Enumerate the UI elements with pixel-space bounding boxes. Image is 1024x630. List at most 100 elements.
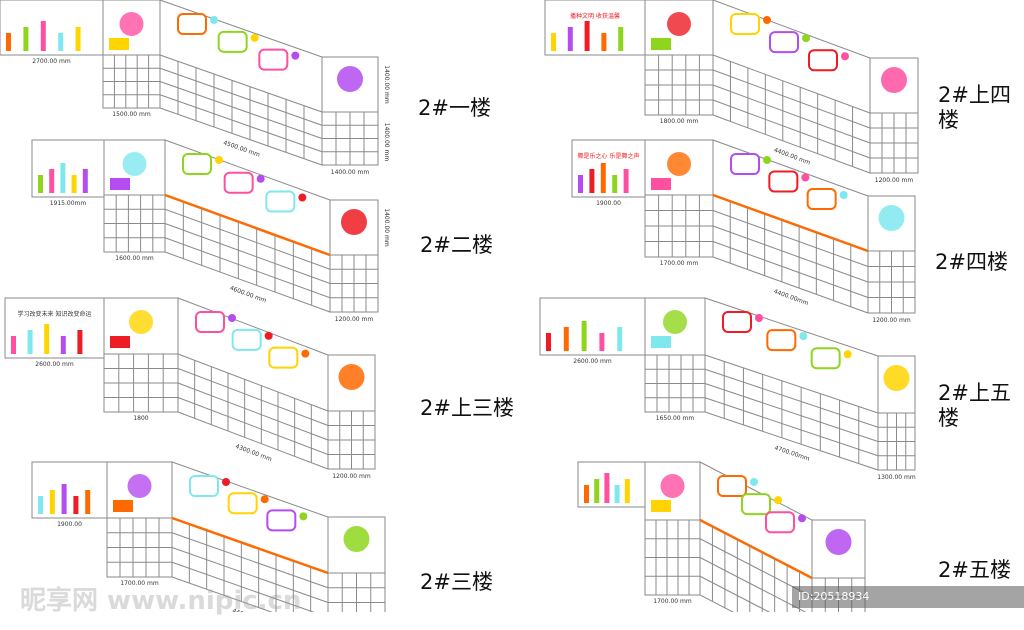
grid-line (164, 237, 331, 299)
decor-bar (594, 479, 600, 503)
decor-shape (651, 38, 671, 50)
dimension-label: 4400.00mm (773, 288, 810, 307)
grid-line (164, 208, 331, 270)
dimension-label: 2600.00 mm (573, 358, 612, 365)
grid-line (712, 210, 869, 267)
display-frame (717, 475, 747, 497)
decor-bar (584, 21, 590, 51)
decor-bar (23, 27, 29, 51)
decor-bar (612, 175, 618, 193)
decor-dot (228, 314, 236, 322)
decor-bar (11, 336, 16, 354)
floor-label: 2#三楼 (420, 570, 493, 594)
dimension-label: 1915.00mm (50, 200, 87, 207)
decor-dot (299, 512, 308, 521)
display-frame (217, 30, 248, 53)
decor-dot (774, 496, 782, 505)
decor-dot (215, 156, 223, 164)
dimension-label: 2700.00 mm (32, 58, 71, 65)
display-frame (182, 153, 212, 175)
display-frame (808, 49, 838, 72)
floor-label: 2#五楼 (938, 558, 1011, 582)
grid-line (712, 84, 871, 144)
decor-bar (44, 324, 50, 354)
decor-bar (623, 169, 629, 193)
grid-line (699, 575, 771, 612)
handrail-line (704, 354, 879, 414)
grid-line (164, 223, 331, 284)
display-frame (195, 311, 225, 333)
grid-line (704, 368, 879, 428)
decor-dot (298, 193, 307, 202)
grid-line (171, 532, 329, 589)
decor-dot (763, 16, 771, 24)
decor-dot (763, 156, 771, 164)
decor-bar (604, 473, 610, 503)
decor-bar (589, 169, 595, 193)
wall-board-left (571, 139, 646, 198)
floor-label: 2#一楼 (418, 96, 491, 120)
dimension-label: 1400.00 mm (383, 208, 390, 247)
dimension-label: 1200.00 mm (872, 317, 911, 324)
handrail-line (164, 193, 331, 257)
display-frame (806, 188, 837, 210)
decor-dot (843, 350, 852, 359)
decor-shape (109, 38, 129, 50)
floor-label: 2#上三楼 (420, 396, 514, 420)
decor-dot (798, 514, 806, 523)
dimension-label: 1700.00 mm (120, 580, 159, 587)
handrail-line (699, 518, 813, 580)
decor-circle (129, 310, 153, 334)
decor-bar (60, 336, 66, 354)
display-frame (765, 511, 795, 534)
wall-slogan: 舞是乐之心 乐是舞之声 (578, 152, 640, 160)
decor-tree (343, 526, 370, 552)
wall-board-left (544, 0, 646, 56)
display-frame (266, 509, 297, 532)
dimension-label: 1300.00 mm (877, 474, 916, 481)
decor-bar (61, 484, 67, 514)
image-id-banner: ID:20518934 NO:20200805105617742000 (792, 586, 1024, 625)
display-frame (231, 328, 262, 351)
decor-tree (337, 66, 363, 92)
dimension-label: 1500.00 mm (112, 111, 151, 118)
decor-dot (291, 51, 300, 60)
decor-circle (663, 310, 687, 334)
grid-line (177, 368, 329, 426)
watermark: 昵享网 www.nipic.cn (20, 586, 302, 616)
decor-dot (301, 349, 310, 358)
grid-line (712, 99, 871, 159)
dimension-label: 1900.00 (596, 200, 621, 207)
handrail-line (177, 353, 329, 412)
decor-dot (802, 34, 810, 43)
decor-bar (60, 163, 66, 193)
decor-dot (750, 478, 758, 486)
decor-bar (584, 485, 589, 503)
decor-dot (264, 331, 273, 340)
decor-circle (119, 12, 144, 36)
decor-bar (599, 333, 605, 351)
display-frame (722, 311, 752, 333)
decor-bar (601, 33, 607, 51)
decor-bar (58, 33, 64, 51)
decor-dot (260, 495, 269, 504)
decor-dot (210, 16, 218, 24)
dimension-label: 1400.00 mm (331, 169, 370, 176)
wall-board-left (577, 461, 646, 508)
decor-bar (49, 490, 55, 514)
decor-bar (27, 330, 33, 354)
handrail-line (171, 516, 329, 575)
grid-line (159, 81, 323, 139)
display-frame (268, 346, 299, 369)
display-frame (730, 153, 760, 175)
decor-bar (77, 330, 83, 354)
dimension-label: 1600.00 mm (115, 255, 154, 262)
wall-board-left (31, 139, 105, 198)
decor-dot (755, 314, 763, 322)
handrail-line (159, 54, 323, 113)
dimension-label: 1700.00 mm (653, 598, 692, 605)
decor-bar (71, 175, 77, 193)
